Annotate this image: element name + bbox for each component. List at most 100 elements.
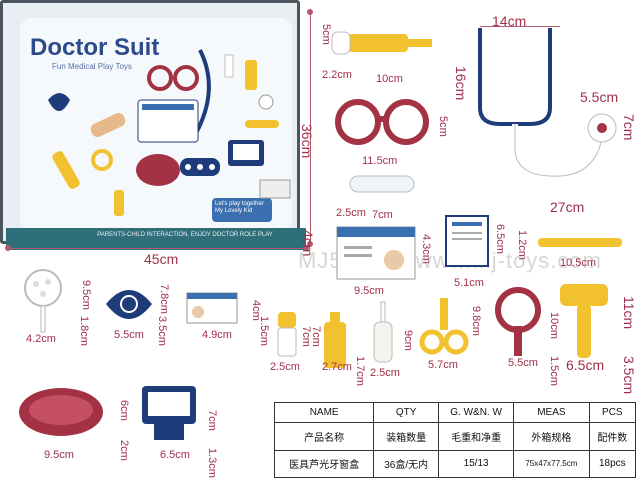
card-large-height-label: 4.3cm bbox=[420, 234, 432, 264]
reflex-height-label: 10cm bbox=[548, 312, 560, 339]
box-depth-label: 4cm bbox=[300, 230, 316, 257]
glasses-width-label: 11.5cm bbox=[362, 155, 398, 167]
reflex-depth-label: 1.5cm bbox=[548, 356, 560, 386]
dropper-depth-label: 1.7cm bbox=[354, 356, 366, 386]
bottle-height-label: 7cm bbox=[310, 326, 322, 347]
mirror-depth-label: 1.8cm bbox=[78, 316, 90, 346]
scissors-width-label: 5.7cm bbox=[428, 359, 458, 371]
doctor-card-small bbox=[186, 292, 238, 324]
otoscope-width-label: 5.5cm bbox=[114, 329, 144, 341]
clipboard-width-label: 5.1cm bbox=[454, 277, 484, 289]
header-pcs-en: PCS bbox=[588, 401, 637, 424]
syringe-height-label: 5cm bbox=[320, 24, 332, 45]
syringe-length-label: 10cm bbox=[376, 73, 403, 85]
dim-dot bbox=[307, 9, 313, 15]
header-name-en: NAME bbox=[273, 401, 375, 424]
box-tag: Let's play together My Lovely Kid bbox=[212, 198, 272, 222]
package-toys-illustration bbox=[48, 49, 291, 216]
box-footer-band bbox=[6, 228, 306, 250]
card-small-height-label: 4cm bbox=[250, 300, 262, 321]
monitor-width-label: 6.5cm bbox=[160, 449, 190, 461]
scissors-illustration bbox=[419, 298, 469, 355]
box-width-label: 45cm bbox=[144, 251, 179, 267]
box-width-line bbox=[8, 248, 308, 249]
monitor-illustration bbox=[142, 386, 196, 440]
header-qty-cn: 装箱数量 bbox=[373, 422, 440, 451]
otoscope-depth-label: 3.5cm bbox=[156, 316, 168, 346]
hammer-depth-label: 3.5cm bbox=[621, 356, 637, 395]
clipboard-height-label: 6.5cm bbox=[494, 224, 506, 254]
header-weight-cn: 毛重和净重 bbox=[438, 422, 515, 451]
otoscope-height-label: 7.8cm bbox=[158, 284, 170, 314]
card-small-width-label: 4.9cm bbox=[202, 329, 232, 341]
dim-dot bbox=[307, 241, 313, 247]
tube-width-label: 7cm bbox=[372, 209, 393, 221]
brand-subtitle: Fun Medical Play Toys bbox=[52, 62, 132, 71]
stethoscope-height-label: 16cm bbox=[453, 66, 469, 101]
cell-name: 医具芦光牙窗盒 bbox=[273, 449, 375, 479]
table-row: 产品名称 装箱数量 毛重和净重 外箱规格 配件数 bbox=[273, 422, 637, 451]
box-footer-text: PARENTS-CHILD INTERACTION, ENJOY DOCTOR … bbox=[97, 232, 273, 238]
reflex-width-label: 5.5cm bbox=[508, 357, 538, 369]
cell-qty: 36盒/无内 bbox=[373, 449, 440, 479]
spec-table: NAME QTY G. W&N. W MEAS PCS 产品名称 装箱数量 毛重… bbox=[273, 401, 637, 479]
pill-height-label: 7cm bbox=[300, 326, 312, 347]
box-height-label: 36cm bbox=[299, 124, 315, 159]
card-large-width-label: 9.5cm bbox=[354, 285, 384, 297]
pill-width-label: 2.5cm bbox=[270, 361, 300, 373]
stethoscope-length-label: 27cm bbox=[550, 199, 585, 215]
glasses-height-label: 5cm bbox=[437, 116, 449, 137]
tongue-depth-label: 1.2cm bbox=[516, 230, 528, 260]
dropper-height-label: 9cm bbox=[402, 330, 414, 351]
reflex-tool-illustration bbox=[495, 287, 541, 356]
pill-case-illustration bbox=[277, 312, 297, 357]
tray-height-label: 6cm bbox=[118, 400, 130, 421]
syringe-width-label: 2.2cm bbox=[322, 69, 352, 81]
doctor-card-large bbox=[336, 226, 416, 280]
dim-line bbox=[480, 26, 560, 27]
header-meas-en: MEAS bbox=[513, 401, 590, 424]
dim-dot bbox=[5, 245, 11, 251]
monitor-height-label: 7cm bbox=[206, 410, 218, 431]
monitor-depth-label: 1.3cm bbox=[206, 448, 218, 478]
table-row: NAME QTY G. W&N. W MEAS PCS bbox=[273, 401, 637, 424]
hammer-height-label: 11cm bbox=[621, 296, 637, 330]
otoscope-illustration bbox=[106, 290, 152, 319]
brand-title: Doctor Suit bbox=[30, 34, 160, 61]
table-row: 医具芦光牙窗盒 36盒/无内 15/13 75x47x77.5cm 18pcs bbox=[273, 449, 637, 479]
dim-dot bbox=[303, 245, 309, 251]
hammer-illustration bbox=[560, 284, 608, 358]
cell-pcs: 18pcs bbox=[588, 449, 637, 479]
stethoscope-width-label: 14cm bbox=[492, 13, 527, 29]
cell-meas: 75x47x77.5cm bbox=[513, 449, 590, 479]
tongue-width-label: 10.5cm bbox=[560, 257, 597, 269]
cell-weight: 15/13 bbox=[438, 449, 515, 479]
header-name-cn: 产品名称 bbox=[273, 422, 375, 451]
mirror-width-label: 4.2cm bbox=[26, 333, 56, 345]
header-qty-en: QTY bbox=[373, 401, 440, 424]
stethoscope-head-label: 5.5cm bbox=[580, 89, 619, 105]
head-mirror-illustration bbox=[24, 269, 62, 333]
tongue-depressor-illustration bbox=[538, 238, 622, 247]
syringe-illustration bbox=[331, 31, 432, 55]
header-weight-en: G. W&N. W bbox=[438, 401, 515, 424]
glasses-illustration bbox=[335, 99, 429, 145]
bottle-width-label: 2.7cm bbox=[322, 361, 352, 373]
stethoscope-illustration bbox=[478, 28, 617, 180]
test-tube-illustration bbox=[349, 175, 415, 193]
box-height-line bbox=[310, 12, 311, 244]
dropper-width-label: 2.5cm bbox=[370, 367, 400, 379]
scissors-height-label: 9.8cm bbox=[470, 306, 482, 336]
card-small-depth-label: 1.5cm bbox=[258, 316, 270, 346]
tray-depth-label: 2cm bbox=[118, 440, 130, 461]
mirror-height-label: 9.5cm bbox=[80, 280, 92, 310]
header-meas-cn: 外箱规格 bbox=[513, 422, 590, 451]
tube-depth-label: 2.5cm bbox=[336, 207, 366, 219]
tray-width-label: 9.5cm bbox=[44, 449, 74, 461]
header-pcs-cn: 配件数 bbox=[588, 422, 637, 451]
stethoscope-side-label: 7cm bbox=[621, 114, 637, 141]
hammer-width-label: 6.5cm bbox=[566, 357, 605, 373]
clipboard-illustration bbox=[445, 215, 489, 267]
bottle-illustration bbox=[324, 312, 346, 368]
dropper-illustration bbox=[373, 301, 393, 363]
